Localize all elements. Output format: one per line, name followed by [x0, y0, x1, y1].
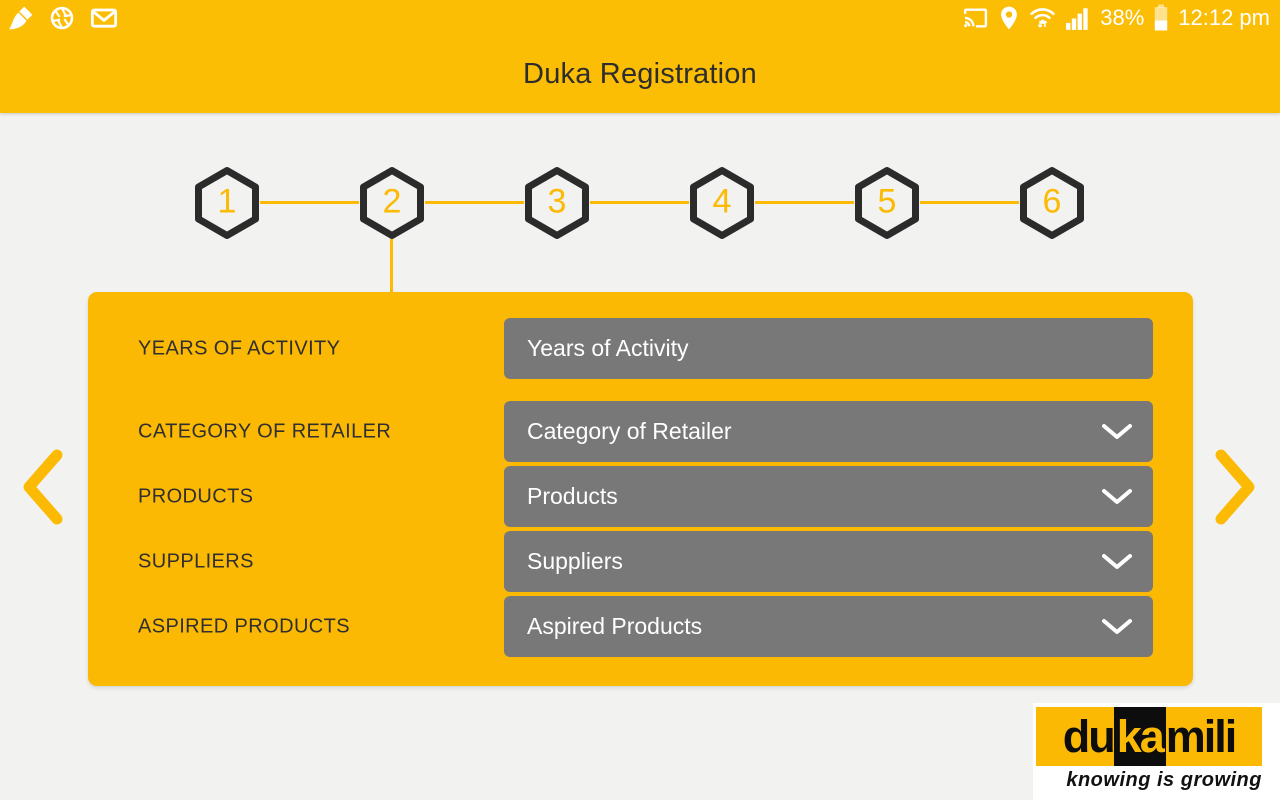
- step-number: 2: [382, 182, 402, 221]
- dukamili-logo: du ka mili knowing is growing: [1033, 703, 1280, 800]
- select-value: Category of Retailer: [527, 418, 732, 444]
- app-header: 38% 12:12 pm Duka Registration: [0, 0, 1280, 113]
- chevron-down-icon: [1102, 618, 1132, 634]
- select-value: Aspired Products: [527, 613, 703, 639]
- hexagon-icon: [195, 167, 259, 239]
- form-row-years-of-activity: YEARS OF ACTIVITY Years of Activity: [88, 318, 1193, 379]
- next-step-button[interactable]: [1213, 448, 1259, 526]
- step-number: 4: [712, 182, 732, 221]
- field-label: PRODUCTS: [138, 485, 254, 507]
- field-label: YEARS OF ACTIVITY: [138, 337, 341, 359]
- brand-tagline: knowing is growing: [1066, 769, 1262, 791]
- stepper-step-3[interactable]: 3: [524, 166, 590, 240]
- suppliers-select[interactable]: Suppliers: [504, 531, 1153, 592]
- status-bar-left: [8, 5, 118, 31]
- stepper-step-1[interactable]: 1: [194, 166, 260, 240]
- select-value: Suppliers: [527, 548, 623, 574]
- products-select[interactable]: Products: [504, 466, 1153, 527]
- stepper-connector: [425, 201, 524, 204]
- stepper-connector: [755, 201, 854, 204]
- stepper-step-5[interactable]: 5: [854, 166, 920, 240]
- chevron-right-icon: [1215, 449, 1255, 525]
- gmail-icon: [90, 8, 118, 28]
- shutter-icon: [50, 6, 74, 29]
- status-bar: 38% 12:12 pm: [0, 0, 1280, 35]
- step-number: 5: [877, 182, 897, 221]
- hexagon-icon: [525, 167, 589, 239]
- stepper-step-6[interactable]: 6: [1019, 166, 1085, 240]
- brand-text-du: du: [1062, 711, 1116, 762]
- brand-text-mili: mili: [1165, 711, 1238, 762]
- battery-percent: 38%: [1100, 4, 1145, 30]
- hexagon-icon: [690, 167, 754, 239]
- registration-form-card: YEARS OF ACTIVITY Years of Activity CATE…: [88, 292, 1193, 686]
- hexagon-icon: [855, 167, 919, 239]
- app-bar: Duka Registration: [0, 35, 1280, 113]
- input-placeholder: Years of Activity: [527, 335, 689, 361]
- page-title: Duka Registration: [523, 57, 757, 90]
- wifi-icon: [1030, 8, 1055, 28]
- location-icon: [1001, 6, 1018, 29]
- hexagon-icon: [360, 167, 424, 239]
- signal-icon: [1066, 7, 1088, 30]
- stepper-connector: [260, 201, 359, 204]
- dukamili-wordmark: du ka mili: [1036, 707, 1262, 766]
- chevron-down-icon: [1102, 553, 1132, 569]
- field-label: ASPIRED PRODUCTS: [138, 615, 350, 637]
- form-row-category-of-retailer: CATEGORY OF RETAILER Category of Retaile…: [88, 401, 1193, 462]
- step-number: 6: [1042, 182, 1062, 221]
- battery-icon: [1155, 4, 1168, 31]
- status-bar-right: 38% 12:12 pm: [962, 4, 1270, 31]
- stepper-connector: [920, 201, 1019, 204]
- years-of-activity-input[interactable]: Years of Activity: [504, 318, 1153, 379]
- form-row-products: PRODUCTS Products: [88, 466, 1193, 527]
- form-row-suppliers: SUPPLIERS Suppliers: [88, 531, 1193, 592]
- step-number: 3: [547, 182, 567, 221]
- cast-icon: [964, 7, 988, 28]
- aspired-products-select[interactable]: Aspired Products: [504, 596, 1153, 657]
- stepper-step-2[interactable]: 2: [359, 166, 425, 240]
- field-label: SUPPLIERS: [138, 550, 254, 572]
- brush-icon: [9, 6, 33, 29]
- field-label: CATEGORY OF RETAILER: [138, 420, 392, 442]
- chevron-left-icon: [23, 449, 63, 525]
- category-of-retailer-select[interactable]: Category of Retailer: [504, 401, 1153, 462]
- stepper-active-connector: [390, 239, 393, 292]
- brand-text-ka: ka: [1113, 707, 1166, 766]
- step-number: 1: [217, 182, 237, 221]
- form-row-aspired-products: ASPIRED PRODUCTS Aspired Products: [88, 596, 1193, 657]
- stepper-step-4[interactable]: 4: [689, 166, 755, 240]
- select-value: Products: [527, 483, 618, 509]
- stepper-connector: [590, 201, 689, 204]
- clock: 12:12 pm: [1178, 4, 1270, 30]
- chevron-down-icon: [1102, 423, 1132, 439]
- hexagon-icon: [1020, 167, 1084, 239]
- previous-step-button[interactable]: [19, 448, 65, 526]
- chevron-down-icon: [1102, 488, 1132, 504]
